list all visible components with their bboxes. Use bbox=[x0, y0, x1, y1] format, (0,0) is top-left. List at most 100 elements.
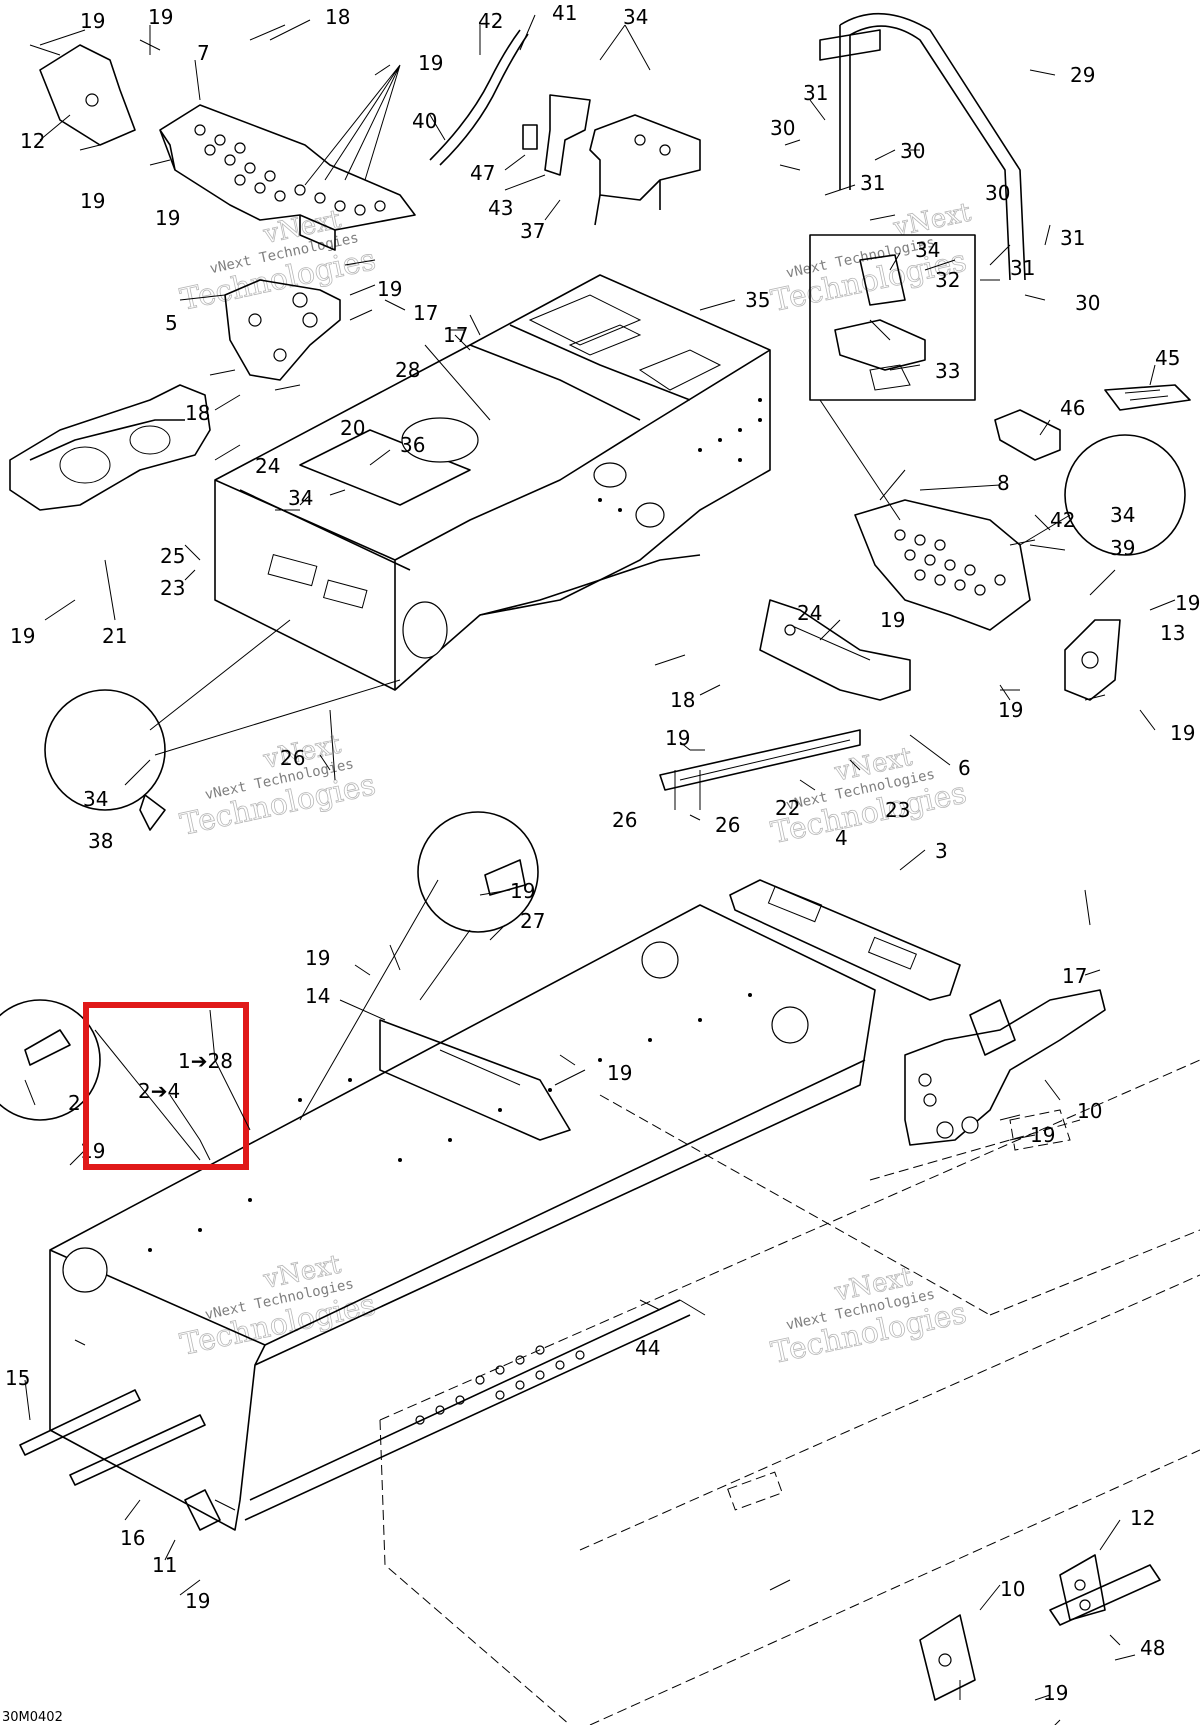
callout-3: 3 bbox=[935, 839, 948, 863]
callout-8: 8 bbox=[997, 471, 1010, 495]
callout-19: 19 bbox=[1175, 591, 1200, 615]
callout-17: 17 bbox=[443, 323, 468, 347]
callout-17: 17 bbox=[413, 301, 438, 325]
callout-34: 34 bbox=[288, 486, 313, 510]
footrest-left-upper bbox=[159, 104, 416, 251]
highlight-label-2-4: 2➔4 bbox=[138, 1079, 180, 1103]
callout-6: 6 bbox=[958, 756, 971, 780]
callout-39: 39 bbox=[1110, 536, 1135, 560]
callout-19: 19 bbox=[155, 206, 180, 230]
drawing-code: 30M0402 bbox=[2, 1710, 63, 1725]
callout-27: 27 bbox=[520, 909, 545, 933]
callout-31: 31 bbox=[1010, 256, 1035, 280]
callout-34: 34 bbox=[83, 787, 108, 811]
callout-19: 19 bbox=[377, 277, 402, 301]
main-frame bbox=[214, 274, 771, 691]
callout-18: 18 bbox=[670, 688, 695, 712]
callout-12: 12 bbox=[1130, 1506, 1155, 1530]
callout-15: 15 bbox=[5, 1366, 30, 1390]
callout-12: 12 bbox=[20, 129, 45, 153]
callout-2: 2 bbox=[68, 1091, 81, 1115]
callout-19: 19 bbox=[80, 189, 105, 213]
callout-16: 16 bbox=[120, 1526, 145, 1550]
callout-25: 25 bbox=[160, 544, 185, 568]
callout-48: 48 bbox=[1140, 1636, 1165, 1660]
callout-19: 19 bbox=[80, 9, 105, 33]
callout-33: 33 bbox=[935, 359, 960, 383]
callout-19: 19 bbox=[1030, 1123, 1055, 1147]
callout-41: 41 bbox=[552, 1, 577, 25]
callout-19: 19 bbox=[607, 1061, 632, 1085]
callout-36: 36 bbox=[400, 433, 425, 457]
detail-inset-34-39 bbox=[1064, 434, 1186, 556]
highlight-label-1-28: 1➔28 bbox=[178, 1049, 233, 1073]
callout-42: 42 bbox=[478, 9, 503, 33]
callout-labels: 19 19 18 42 41 34 29 7 19 12 40 31 30 30… bbox=[5, 1, 1200, 1705]
callout-19: 19 bbox=[998, 698, 1023, 722]
callout-34: 34 bbox=[1110, 503, 1135, 527]
callout-42: 42 bbox=[1050, 508, 1075, 532]
callout-19: 19 bbox=[665, 726, 690, 750]
callout-44: 44 bbox=[635, 1336, 660, 1360]
callout-18: 18 bbox=[325, 5, 350, 29]
callout-19: 19 bbox=[305, 946, 330, 970]
callout-13: 13 bbox=[1160, 621, 1185, 645]
callout-21: 21 bbox=[102, 624, 127, 648]
callout-26: 26 bbox=[715, 813, 740, 837]
callout-leaders bbox=[24, 14, 1176, 1725]
callout-30: 30 bbox=[985, 181, 1010, 205]
callout-47: 47 bbox=[470, 161, 495, 185]
callout-19: 19 bbox=[148, 5, 173, 29]
callout-29: 29 bbox=[1070, 63, 1095, 87]
callout-28: 28 bbox=[395, 358, 420, 382]
callout-37: 37 bbox=[520, 219, 545, 243]
watermark-group: vNext vNext Technologies Technologies vN… bbox=[177, 197, 975, 1371]
callout-10: 10 bbox=[1000, 1577, 1025, 1601]
callout-26: 26 bbox=[280, 746, 305, 770]
callout-30: 30 bbox=[900, 139, 925, 163]
callout-45: 45 bbox=[1155, 346, 1180, 370]
callout-22: 22 bbox=[775, 796, 800, 820]
highlight-rectangle bbox=[83, 1002, 249, 1170]
callout-20: 20 bbox=[340, 416, 365, 440]
callout-19: 19 bbox=[10, 624, 35, 648]
callout-11: 11 bbox=[152, 1553, 177, 1577]
callout-24: 24 bbox=[797, 601, 822, 625]
callout-46: 46 bbox=[1060, 396, 1085, 420]
callout-24: 24 bbox=[255, 454, 280, 478]
callout-31: 31 bbox=[803, 81, 828, 105]
callout-19: 19 bbox=[510, 879, 535, 903]
callout-5: 5 bbox=[165, 311, 178, 335]
callout-23: 23 bbox=[885, 798, 910, 822]
lower-tunnel bbox=[49, 904, 1200, 1531]
parts-line-art bbox=[0, 12, 1200, 1725]
callout-18: 18 bbox=[185, 401, 210, 425]
callout-19: 19 bbox=[1170, 721, 1195, 745]
callout-26: 26 bbox=[612, 808, 637, 832]
callout-4: 4 bbox=[835, 826, 848, 850]
callout-43: 43 bbox=[488, 196, 513, 220]
callout-31: 31 bbox=[1060, 226, 1085, 250]
callout-19: 19 bbox=[880, 608, 905, 632]
callout-10: 10 bbox=[1077, 1099, 1102, 1123]
callout-7: 7 bbox=[197, 41, 210, 65]
callout-35: 35 bbox=[745, 288, 770, 312]
callout-34: 34 bbox=[915, 238, 940, 262]
detail-inset-2-19 bbox=[0, 999, 101, 1121]
callout-19: 19 bbox=[1043, 1681, 1068, 1705]
callout-23: 23 bbox=[160, 576, 185, 600]
callout-19: 19 bbox=[185, 1589, 210, 1613]
callout-40: 40 bbox=[412, 109, 437, 133]
callout-30: 30 bbox=[770, 116, 795, 140]
detail-inset-19-27 bbox=[417, 811, 539, 933]
callout-31: 31 bbox=[860, 171, 885, 195]
callout-30: 30 bbox=[1075, 291, 1100, 315]
callout-32: 32 bbox=[935, 268, 960, 292]
callout-34: 34 bbox=[623, 5, 648, 29]
callout-17: 17 bbox=[1062, 964, 1087, 988]
callout-38: 38 bbox=[88, 829, 113, 853]
detail-inset-34-38 bbox=[44, 689, 166, 811]
highlight-box: 1➔28 2➔4 bbox=[83, 1002, 251, 1170]
callout-19: 19 bbox=[418, 51, 443, 75]
